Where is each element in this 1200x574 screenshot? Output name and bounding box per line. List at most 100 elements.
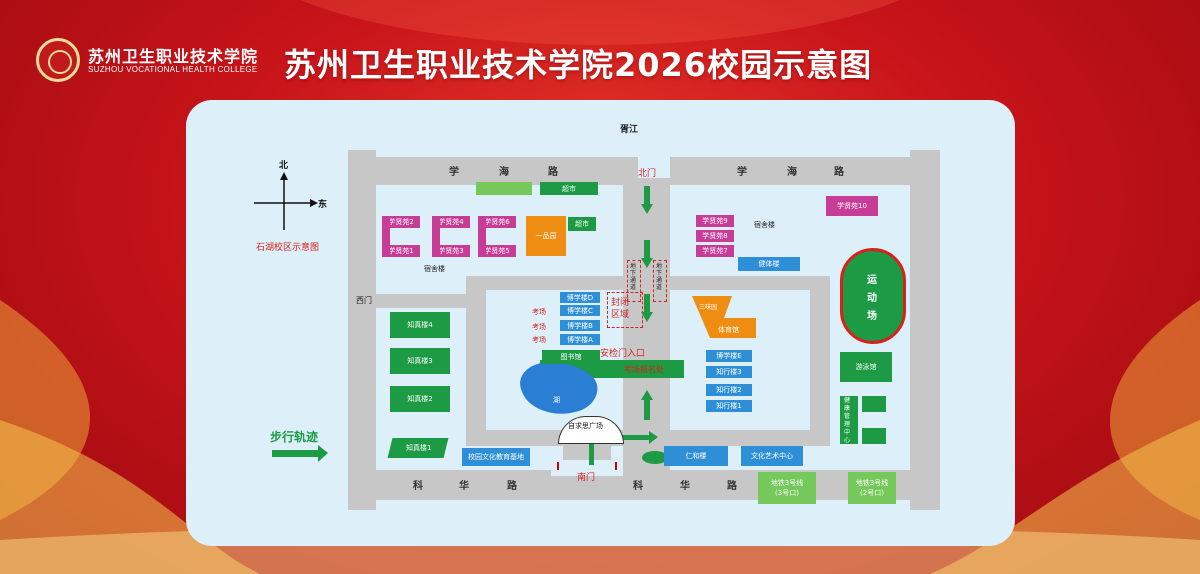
boxue-building-c: 博学楼C <box>560 305 600 316</box>
north-gate-label: 北门 <box>638 169 657 179</box>
closed-area <box>607 292 643 328</box>
zhixing-building-2: 知行楼2 <box>706 384 752 396</box>
plaza-label: 自求思广场 <box>568 422 603 430</box>
compass-north: 北 <box>279 161 289 171</box>
road-inner-west <box>466 276 486 446</box>
tunnel-west <box>627 260 641 302</box>
boxue-building-b: 博学楼B <box>560 320 600 331</box>
exam-room-label: 考场 <box>532 308 546 316</box>
boxue-building-d: 博学楼D <box>560 292 600 303</box>
road-central <box>623 178 670 470</box>
road-inner-north <box>466 276 830 290</box>
health-building: 健体楼 <box>738 257 800 271</box>
campus-map: 胥江 北 东 石湖校区示意图 学 海 路 学 海 路 科 华 路 科 华 路 北… <box>186 100 1015 546</box>
dorm-xuexianyuan-10: 学贤苑10 <box>826 196 878 216</box>
brand-name-cn: 苏州卫生职业技术学院 <box>88 47 259 66</box>
exam-room-label: 考场 <box>532 323 546 331</box>
boxue-building-e: 博学楼E <box>706 350 752 362</box>
library: 图书馆 <box>542 350 600 364</box>
walk-legend-label: 步行轨迹 <box>270 430 319 444</box>
dorm-xuexianyuan-2: 学贤苑2 <box>382 216 420 228</box>
river-label: 胥江 <box>620 125 639 135</box>
north-road-char: 路 <box>834 167 844 178</box>
south-road-char: 华 <box>680 481 690 492</box>
road-south-gap <box>551 460 623 476</box>
dorm-xuexianyuan-4: 学贤苑4 <box>432 216 470 228</box>
dorm-xuexianyuan-5: 学贤苑5 <box>478 245 516 257</box>
health-center-block <box>840 396 858 444</box>
zhixing-building-1: 知行楼1 <box>706 400 752 412</box>
south-road-char: 路 <box>507 481 517 492</box>
closed-area-label: 封闭区域 <box>611 298 630 320</box>
south-road-char: 华 <box>459 481 469 492</box>
checkpoint-label: 安检门入口 <box>600 349 646 359</box>
dorm-label-east: 宿舍楼 <box>754 221 775 229</box>
health-center-label: 健康管理中心 <box>844 397 851 444</box>
compass-east: 东 <box>318 200 328 210</box>
north-road-char: 海 <box>787 167 797 178</box>
sanwei-gym-block <box>692 296 756 338</box>
dorm-xuexianyuan-3: 学贤苑3 <box>432 245 470 257</box>
south-road-char: 科 <box>633 481 643 492</box>
metro-line-label: 地铁3号线 <box>770 479 804 487</box>
road-west <box>348 150 376 510</box>
north-road-char: 学 <box>449 167 459 178</box>
fountain <box>642 451 668 464</box>
canteen-yipinyuan: 一品园 <box>526 216 566 256</box>
dorm-xuexianyuan-9: 学贤苑9 <box>696 215 734 227</box>
south-gate-marker <box>557 462 617 470</box>
lake-label: 湖 <box>553 396 560 404</box>
sanwei-label: 三味园 <box>699 304 718 311</box>
zhizhen-building-4: 知真楼4 <box>390 312 450 338</box>
south-road-char: 科 <box>413 481 423 492</box>
supermarket-mid: 超市 <box>568 217 596 231</box>
dorm-xuexianyuan-7: 学贤苑7 <box>696 245 734 257</box>
sports-field <box>840 248 906 344</box>
dorm-xuexianyuan-1: 学贤苑1 <box>382 245 420 257</box>
green-block-north <box>476 182 532 195</box>
south-gate-label: 南门 <box>577 473 596 483</box>
tunnel-label: 地下通道 <box>656 263 663 291</box>
north-road-char: 学 <box>737 167 747 178</box>
supermarket-top: 超市 <box>540 182 598 195</box>
swimming-pool: 游泳馆 <box>840 352 892 382</box>
road-inner-east <box>810 276 830 446</box>
zhizhen-building-3: 知真楼3 <box>390 348 450 374</box>
gym-label: 体育馆 <box>718 326 739 334</box>
college-logo <box>36 38 80 82</box>
brand-name-en: SUZHOU VOCATIONAL HEALTH COLLEGE <box>88 65 258 74</box>
south-road-char: 路 <box>727 481 737 492</box>
metro-line-label: 地铁3号线 <box>855 479 889 487</box>
metro-exit-2: 地铁3号线 (2号口) <box>848 472 896 504</box>
exam-registration-label: 考场报名处 <box>624 364 664 374</box>
road-east <box>910 150 940 510</box>
north-road-char: 海 <box>499 167 509 178</box>
page-title: 苏州卫生职业技术学院2026校园示意图 <box>284 46 873 84</box>
dorm-xuexianyuan-6: 学贤苑6 <box>478 216 516 228</box>
zhizhen-building-2: 知真楼2 <box>390 386 450 412</box>
tunnel-label: 地下通道 <box>630 263 637 291</box>
lake <box>520 361 598 414</box>
dorm-xuexianyuan-8: 学贤苑8 <box>696 230 734 242</box>
arts-center: 文化艺术中心 <box>741 446 803 466</box>
metro-exit-label: (3号口) <box>775 489 799 497</box>
metro-exit-3: 地铁3号线 (3号口) <box>758 472 816 504</box>
boxue-building-a: 博学楼A <box>560 334 600 345</box>
west-gate-label: 西门 <box>356 296 372 305</box>
road-south <box>348 470 940 500</box>
zhizhen-building-1: 知真楼1 <box>406 444 432 452</box>
dorm-label-west: 宿舍楼 <box>424 265 445 273</box>
exam-room-label: 考场 <box>532 336 546 344</box>
map-caption: 石湖校区示意图 <box>256 243 320 253</box>
compass-icon <box>254 172 318 230</box>
plaza <box>558 416 624 444</box>
renhe-building: 仁和楼 <box>664 446 728 466</box>
sports-field-label: 运动场 <box>867 275 877 322</box>
culture-education-base: 校园文化教育基地 <box>462 448 530 466</box>
tunnel-east <box>653 260 667 302</box>
zhixing-building-3: 知行楼3 <box>706 366 752 378</box>
road-west-branch <box>348 294 466 308</box>
metro-exit-label: (2号口) <box>860 489 884 497</box>
north-road-char: 路 <box>548 167 558 178</box>
header: 苏州卫生职业技术学院 SUZHOU VOCATIONAL HEALTH COLL… <box>0 0 1200 95</box>
